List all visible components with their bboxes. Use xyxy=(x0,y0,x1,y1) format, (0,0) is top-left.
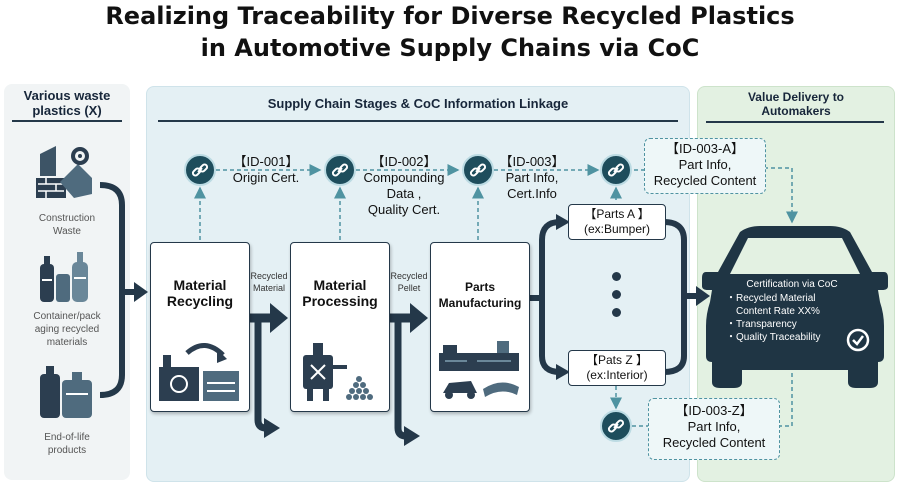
ellipsis-dot xyxy=(612,290,621,299)
stage-label-processing: Material Processing xyxy=(302,277,378,309)
chain-link-icon xyxy=(462,154,494,186)
flow-label-recycled-material: Recycled Material xyxy=(250,271,288,293)
waste-plastics-heading: Various waste plastics (X) xyxy=(23,88,111,118)
molding-machine-icon xyxy=(439,341,519,399)
construction-waste-icon xyxy=(36,146,92,198)
right-heading-divider xyxy=(706,121,884,123)
source-label-construction: Construction Waste xyxy=(38,213,96,237)
stage-material-processing: Material Processing xyxy=(290,242,390,412)
value-delivery-heading: Value Delivery to Automakers xyxy=(747,90,845,118)
source-label-end-of-life: End-of-life products xyxy=(44,432,90,456)
check-circle-icon xyxy=(846,328,870,352)
stage-label-recycling: Material Recycling xyxy=(166,277,234,309)
recycling-plant-icon xyxy=(159,343,239,401)
chain-link-icon xyxy=(600,410,632,442)
id-003-label: 【ID-003】 Part Info, Cert.Info xyxy=(499,154,565,201)
mixer-icon xyxy=(303,343,373,401)
stage-label-manufacturing: Parts Manufacturing xyxy=(438,280,522,310)
bottles-icon xyxy=(40,252,88,302)
source-label-container: Container/pack aging recycled materials xyxy=(33,311,101,348)
chain-link-icon xyxy=(600,154,632,186)
id-003-a-box: 【ID-003-A】 Part Info, Recycled Content xyxy=(644,138,766,194)
chain-link-icon xyxy=(184,154,216,186)
parts-a-box: 【Parts A 】 (ex:Bumper) xyxy=(568,204,666,240)
ellipsis-dot xyxy=(612,272,621,281)
parts-z-box: 【Pats Z 】 (ex:Interior) xyxy=(568,350,666,386)
car-certification-text: Certification via CoC ・Recycled Material… xyxy=(726,279,838,343)
mid-heading-divider xyxy=(158,120,678,122)
id-001-label: 【ID-001】 Origin Cert. xyxy=(232,154,300,185)
flow-label-recycled-pellet: Recycled Pellet xyxy=(390,271,428,293)
containers-icon xyxy=(40,366,92,418)
title-line-2: in Automotive Supply Chains via CoC xyxy=(200,34,700,62)
car-icon xyxy=(702,226,888,388)
id-003-z-box: 【ID-003-Z】 Part Info, Recycled Content xyxy=(648,398,780,460)
title-line-1: Realizing Traceability for Diverse Recyc… xyxy=(105,2,795,30)
chain-link-icon xyxy=(324,154,356,186)
supply-chain-heading: Supply Chain Stages & CoC Information Li… xyxy=(267,96,569,111)
stage-parts-manufacturing: Parts Manufacturing xyxy=(430,242,530,412)
page-title: Realizing Traceability for Diverse Recyc… xyxy=(0,0,900,64)
stage-material-recycling: Material Recycling xyxy=(150,242,250,412)
left-heading-divider xyxy=(12,120,122,122)
ellipsis-dot xyxy=(612,308,621,317)
id-002-label: 【ID-002】 Compounding Data , Quality Cert… xyxy=(363,154,445,217)
